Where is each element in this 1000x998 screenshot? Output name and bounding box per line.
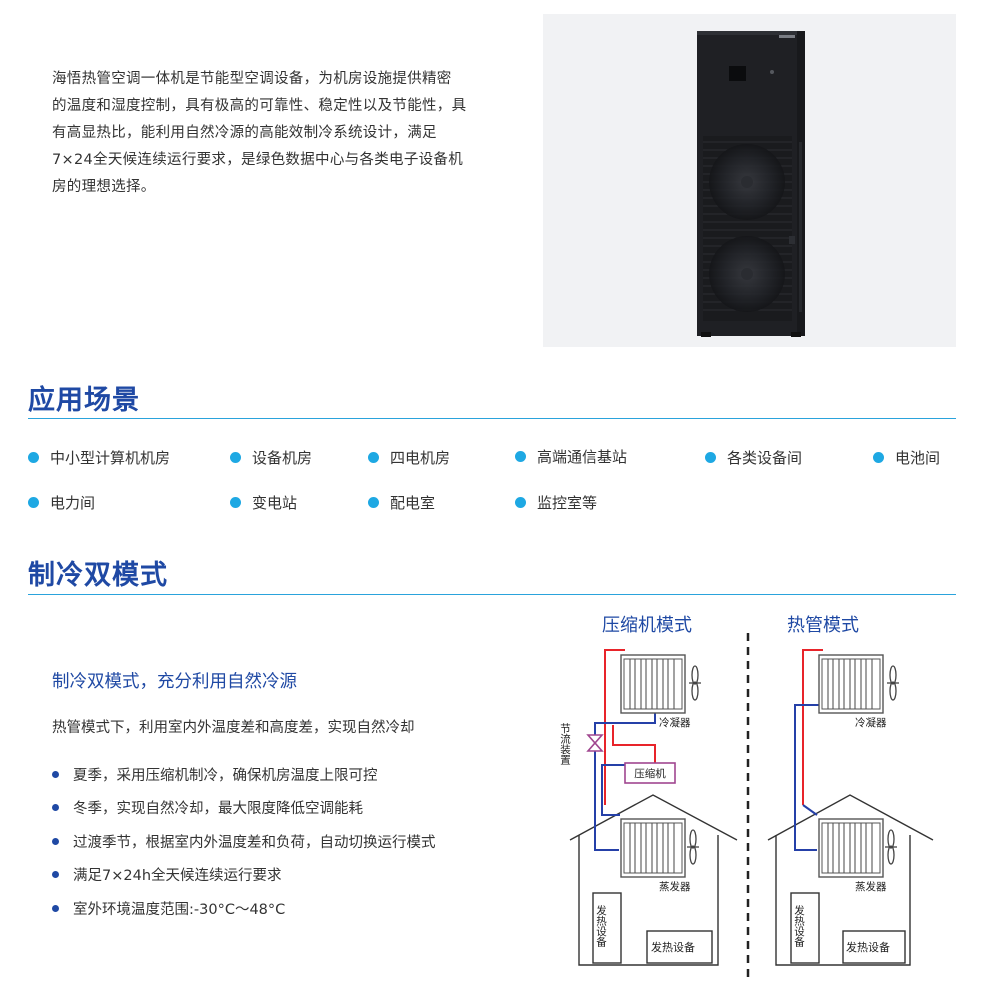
compressor-mode-title: 压缩机模式 <box>602 615 692 636</box>
bullet-dot-icon <box>230 452 241 463</box>
air-conditioner-cabinet-illustration <box>697 31 805 337</box>
cooling-description: 热管模式下，利用室内外温度差和高度差，实现自然冷却 <box>52 720 415 736</box>
intro-line: 有高显热比，能利用自然冷源的高能效制冷系统设计，满足 <box>52 125 437 141</box>
heat-equipment-vertical-label: 发热设备 <box>595 904 607 948</box>
scene-item: 设备机房 <box>230 447 312 468</box>
intro-line: 的温度和湿度控制，具有极高的可靠性、稳定性以及节能性，具 <box>52 98 467 114</box>
applications-divider <box>28 418 956 419</box>
scene-item: 四电机房 <box>368 447 450 468</box>
heat-equipment-vertical-label: 发热设备 <box>793 904 805 948</box>
condenser-label: 冷凝器 <box>855 716 887 729</box>
heat-equipment-label: 发热设备 <box>846 940 890 954</box>
cooling-subtitle: 制冷双模式，充分利用自然冷源 <box>52 672 297 692</box>
cooling-divider <box>28 594 956 595</box>
heat-equipment-label: 发热设备 <box>651 940 695 954</box>
bullet-dot-icon <box>52 871 59 878</box>
bullet-dot-icon <box>368 497 379 508</box>
bullet-dot-icon <box>230 497 241 508</box>
bullet-dot-icon <box>705 452 716 463</box>
feature-bullet: 室外环境温度范围:-30°C～48°C <box>52 898 285 919</box>
compressor-mode-panel: 发热设备 发热设备 压缩机 节流装置 冷凝器 蒸发器 <box>559 649 738 966</box>
scene-item: 中小型计算机机房 <box>28 447 170 468</box>
product-image <box>543 14 956 347</box>
intro-line: 海悟热管空调一体机是节能型空调设备，为机房设施提供精密 <box>52 71 452 87</box>
scene-item: 配电室 <box>368 492 435 513</box>
intro-line: 房的理想选择。 <box>52 179 156 195</box>
bullet-dot-icon <box>515 497 526 508</box>
applications-title: 应用场景 <box>28 385 140 416</box>
bullet-dot-icon <box>52 905 59 912</box>
heatpipe-mode-title: 热管模式 <box>787 615 859 636</box>
scene-item: 各类设备间 <box>705 447 802 468</box>
feature-bullet: 过渡季节，根据室内外温度差和负荷，自动切换运行模式 <box>52 831 436 852</box>
bullet-dot-icon <box>368 452 379 463</box>
intro-line: 7×24全天候连续运行要求，是绿色数据中心与各类电子设备机 <box>52 152 464 168</box>
heatpipe-mode-panel: 发热设备 发热设备 冷凝器 蒸发器 <box>767 649 934 966</box>
scene-item: 高端通信基站 <box>515 446 627 467</box>
feature-bullet: 夏季，采用压缩机制冷，确保机房温度上限可控 <box>52 764 378 785</box>
condenser-label: 冷凝器 <box>659 716 691 729</box>
evaporator-label: 蒸发器 <box>855 880 887 893</box>
bullet-dot-icon <box>28 497 39 508</box>
bullet-dot-icon <box>515 451 526 462</box>
bullet-dot-icon <box>52 838 59 845</box>
feature-bullet: 冬季，实现自然冷却，最大限度降低空调能耗 <box>52 797 363 818</box>
scene-item: 变电站 <box>230 492 297 513</box>
feature-bullet: 满足7×24h全天候连续运行要求 <box>52 864 282 885</box>
cooling-mode-diagram: 压缩机模式 热管模式 发热设备 发热设备 压缩机 节流装置 <box>559 615 934 977</box>
compressor-label: 压缩机 <box>634 767 666 780</box>
bullet-dot-icon <box>52 771 59 778</box>
cooling-title: 制冷双模式 <box>28 560 168 591</box>
bullet-dot-icon <box>52 804 59 811</box>
throttle-label: 节流装置 <box>559 723 571 765</box>
bullet-dot-icon <box>873 452 884 463</box>
intro-paragraph: 海悟热管空调一体机是节能型空调设备，为机房设施提供精密 的温度和湿度控制，具有极… <box>52 66 492 201</box>
scene-item: 监控室等 <box>515 492 597 513</box>
scene-item: 电力间 <box>28 492 95 513</box>
scene-item: 电池间 <box>873 447 940 468</box>
evaporator-label: 蒸发器 <box>659 880 691 893</box>
bullet-dot-icon <box>28 452 39 463</box>
